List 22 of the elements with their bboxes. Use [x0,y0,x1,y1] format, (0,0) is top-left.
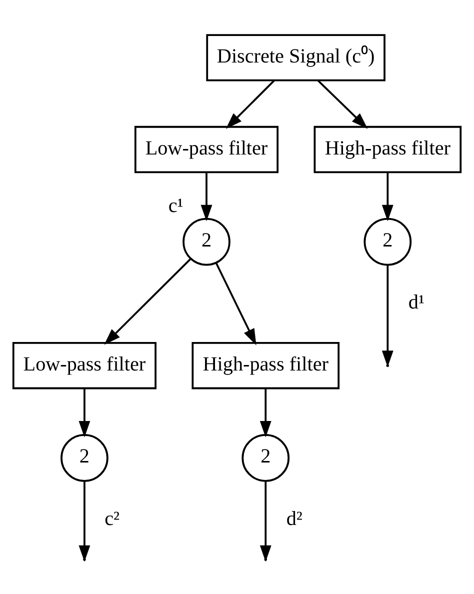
edge-label: d² [286,507,302,530]
node-box: Low-pass filter [134,125,279,173]
node-box: Low-pass filter [12,342,156,389]
node-box: High-pass filter [192,342,340,389]
arrow [78,388,90,437]
edge-label: d¹ [408,291,425,314]
node-circle: 2 [364,217,412,266]
node-circle: 2 [60,434,108,482]
arrow [200,172,212,221]
arrow [215,262,256,345]
node-label: c¹ [168,194,184,217]
edge-label: c² [104,507,120,530]
node-box: Discrete Signal (c⁰) [206,34,386,81]
arrow [317,79,368,128]
node-box: High-pass filter [314,125,462,173]
arrow [382,264,394,367]
arrow [382,172,394,221]
node-circle: 2 [242,434,290,482]
arrow [104,258,192,344]
node-circle: 2 [182,217,230,266]
arrow [226,79,275,128]
arrow [260,388,272,437]
